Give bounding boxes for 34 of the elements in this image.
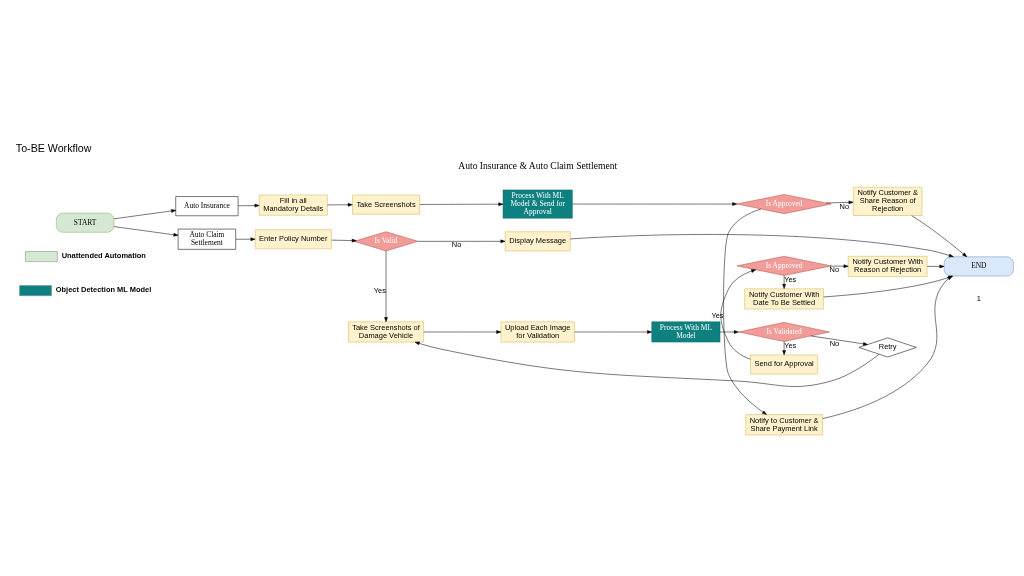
arrow [825, 200, 853, 205]
arrow [417, 239, 505, 244]
node-box: Auto Insurance [174, 196, 238, 217]
arrow [781, 275, 786, 289]
arrow [326, 203, 353, 207]
arrow [910, 215, 967, 257]
arrow [414, 341, 879, 387]
node-box: Auto Claim Settlement [177, 228, 236, 250]
arrow [113, 209, 176, 220]
arrow [113, 226, 178, 237]
arrow [571, 202, 737, 206]
arrow [235, 237, 255, 241]
arrow [419, 202, 503, 206]
arrow [383, 250, 388, 322]
diagram-title: To-BE Workflow [15, 141, 91, 154]
arrow [926, 264, 944, 269]
node-box: END [943, 256, 1014, 277]
arrow [573, 330, 652, 334]
arrow [720, 269, 756, 360]
arrow [781, 341, 786, 356]
arrow [237, 203, 259, 208]
node-diamond: Is Validated [737, 322, 830, 342]
node-box: START [55, 212, 114, 233]
arrow [829, 264, 848, 268]
arrow [330, 238, 357, 243]
arrow [810, 335, 868, 346]
arrow [423, 330, 501, 334]
arrow [722, 208, 767, 415]
node-box: Process With ML Model [651, 321, 720, 343]
arrow [569, 234, 954, 258]
node-diamond: Is Approved [736, 194, 832, 214]
label: Auto Insurance & Auto Claim Settlement [457, 160, 617, 172]
arrow [719, 330, 739, 334]
node-box: Process With ML Model & Send for Approval [502, 189, 573, 219]
